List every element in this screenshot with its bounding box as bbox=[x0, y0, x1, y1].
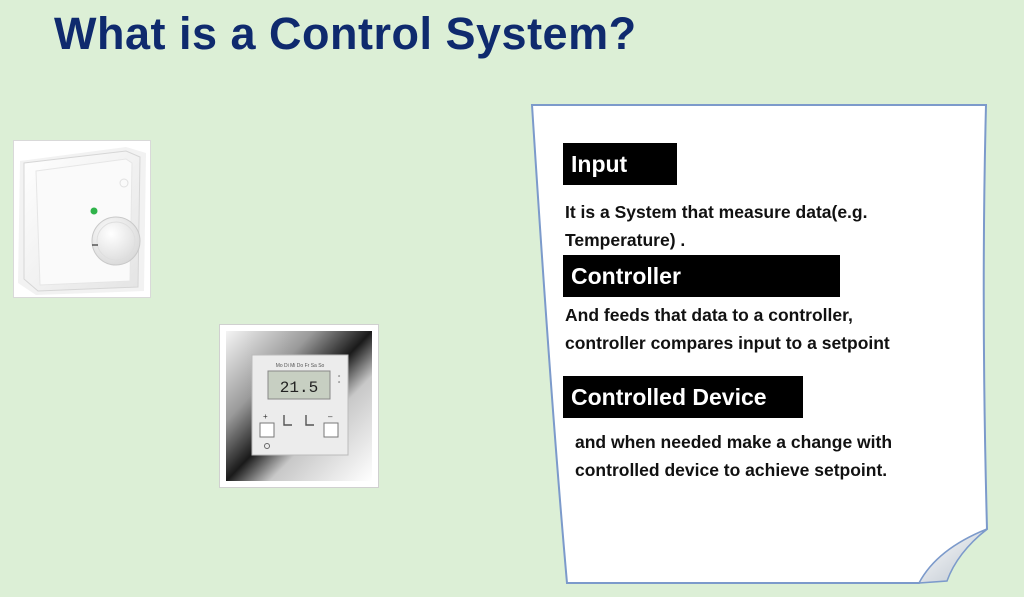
analog-thermostat-image bbox=[13, 140, 151, 298]
thermostat-display-text: 21.5 bbox=[280, 379, 318, 397]
controlled-device-description-line1: and when needed make a change with bbox=[575, 432, 893, 452]
svg-text:+: + bbox=[263, 412, 268, 421]
input-description-line1: It is a System that measure data(e.g. bbox=[565, 202, 868, 222]
digital-thermostat-image: Mo Di Mi Do Fr Sa So 21.5 o o + – bbox=[219, 324, 379, 488]
controlled-device-label: Controlled Device bbox=[563, 376, 803, 418]
svg-text:o: o bbox=[338, 373, 341, 378]
svg-text:o: o bbox=[338, 379, 341, 384]
controller-description-line2: controller compares input to a setpoint bbox=[565, 333, 890, 353]
controller-description-line1: And feeds that data to a controller, bbox=[565, 305, 853, 325]
svg-text:–: – bbox=[328, 412, 333, 421]
controller-label: Controller bbox=[563, 255, 840, 297]
controlled-device-description-line2: controlled device to achieve setpoint. bbox=[575, 460, 888, 480]
input-description-line2: Temperature) . bbox=[565, 230, 686, 250]
input-label: Input bbox=[563, 143, 677, 185]
slide-title: What is a Control System? bbox=[54, 8, 637, 59]
note-card: Input It is a System that measure data(e… bbox=[529, 103, 991, 586]
thermostat-days-text: Mo Di Mi Do Fr Sa So bbox=[276, 363, 325, 369]
